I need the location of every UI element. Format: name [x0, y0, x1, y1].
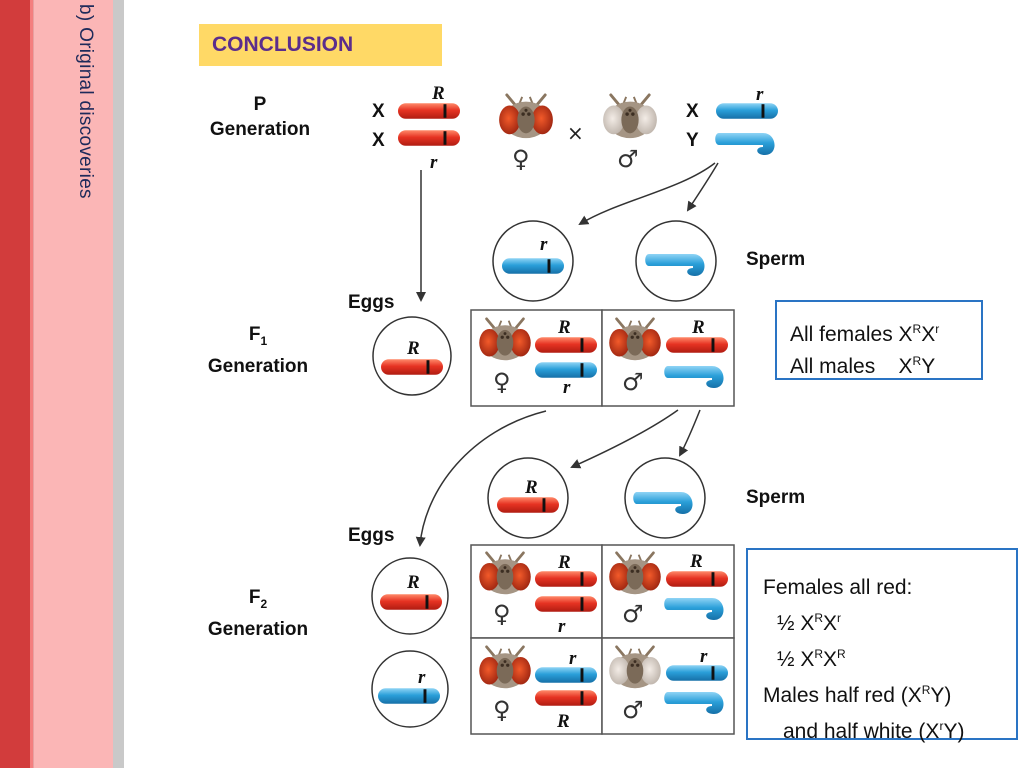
f1-egg-chromosome: [381, 359, 443, 375]
f2-generation-label: F2 Generation: [188, 585, 328, 642]
f2-sperm-label: Sperm: [746, 487, 806, 508]
p-male-symbol: ♂: [617, 145, 639, 173]
f1-label-sub: 1: [260, 333, 268, 348]
f2-label-sub: 2: [260, 596, 268, 611]
f1-label-generation: Generation: [207, 355, 309, 377]
f2-summary-line4: Males half red (XRY): [763, 683, 952, 707]
p-female-fly-icon: [497, 93, 555, 140]
f2-summary-box: Females all red: ½ XRXr ½ XRXR Males hal…: [746, 548, 1018, 743]
f1-generation-label: F1 Generation: [188, 322, 328, 379]
p-male-blue-x: [716, 103, 778, 119]
f2-br-allele: r: [700, 646, 708, 667]
p-female-chromosomes: X X R r: [372, 83, 460, 173]
f2-summary-line5: and half white (XrY): [783, 719, 965, 743]
f1-female-symbol: ♀: [493, 368, 511, 396]
f1-male-red-chromosome: [666, 337, 728, 353]
p-cross-symbol: ×: [567, 121, 584, 145]
f2-tl-allele-2: r: [558, 616, 566, 637]
f1-male-symbol: ♂: [622, 368, 644, 396]
sidebar-title: b) Original discoveries: [75, 4, 96, 199]
sidebar-band: b) Original discoveries: [0, 0, 124, 768]
f2-br-male-symbol: ♂: [622, 696, 644, 724]
f2-tl-chromosome-2: [535, 596, 597, 612]
p-female-allele-2: r: [430, 152, 438, 173]
sidebar-dark-stripe: [0, 0, 30, 768]
f2-egg-red-chromosome: [380, 594, 442, 610]
f1-label-letter: F: [248, 324, 261, 345]
p-female-chrom-1: X: [372, 101, 385, 122]
f1-sperm-label: Sperm: [746, 249, 806, 270]
p-female-allele-1: R: [431, 83, 445, 104]
f2-egg-allele-2: r: [418, 667, 426, 688]
sidebar-inner-panel: [33, 0, 115, 768]
f2-egg-allele-1: R: [406, 572, 420, 593]
p-label-letter: P: [253, 94, 267, 115]
f1-summary-females: All females XRXr: [790, 322, 940, 346]
f2-summary-line3: ½ XRXR: [777, 647, 846, 671]
p-generation-label: P Generation: [190, 92, 330, 142]
f1-egg-cell: [372, 316, 452, 396]
f2-tr-red-chromosome: [666, 571, 728, 587]
f1-female-blue-chromosome: [535, 362, 597, 378]
f2-summary-line1: Females all red:: [763, 576, 913, 599]
f1-female-allele-2: r: [563, 377, 571, 398]
p-female-chrom-2: X: [372, 130, 385, 151]
f1-female-red-chromosome: [535, 337, 597, 353]
p-male-allele: r: [756, 84, 764, 105]
sidebar-edge: [113, 0, 124, 768]
f2-tr-male-symbol: ♂: [622, 600, 644, 628]
f1-egg-allele: R: [406, 338, 420, 359]
f2-br-blue-x: [666, 665, 728, 681]
p-female-symbol: ♀: [512, 145, 530, 173]
f1-sperm-x-chromosome: [502, 258, 564, 274]
f1-summary-males: All males XRY: [790, 354, 936, 378]
f2-sperm-x-chromosome: [497, 497, 559, 513]
f2-bl-red-chromosome: [535, 690, 597, 706]
f2-eggs-label: Eggs: [348, 525, 395, 546]
arrow-p-to-f1-sperm-x: [578, 162, 716, 226]
f1-male-allele: R: [691, 317, 705, 338]
f2-bl-female-symbol: ♀: [493, 696, 511, 724]
p-male-blue-y: [715, 133, 775, 155]
p-female-red-chromosome-1: [398, 103, 460, 119]
p-label-generation: Generation: [209, 119, 311, 140]
f2-tl-allele-1: R: [557, 552, 571, 573]
p-male-chromosomes: X Y r: [686, 84, 778, 155]
f2-tl-female-symbol: ♀: [493, 600, 511, 628]
f1-female-allele-1: R: [557, 317, 571, 338]
f1-eggs-label: Eggs: [348, 292, 395, 313]
f2-bl-blue-chromosome: [535, 667, 597, 683]
f2-tl-chromosome-1: [535, 571, 597, 587]
f2-label-generation: Generation: [207, 618, 309, 640]
f2-summary-line2: ½ XRXr: [777, 611, 842, 635]
f1-sperm-allele: r: [540, 234, 548, 255]
p-female-red-chromosome-2: [398, 130, 460, 146]
f2-tr-allele: R: [689, 551, 703, 572]
f2-bl-allele-1: r: [569, 648, 577, 669]
arrow-f1-to-f2-eggs: [415, 410, 547, 547]
p-male-chrom-2: Y: [686, 130, 699, 151]
f2-bl-allele-2: R: [556, 711, 570, 732]
arrow-f1-to-f2-sperm-y: [679, 409, 701, 457]
arrow-p-to-f1-sperm-y: [686, 162, 719, 212]
arrow-f1-to-f2-sperm-x: [570, 409, 679, 469]
f1-summary-box: All females XRXr All males XRY: [775, 300, 983, 380]
f2-egg-blue-chromosome: [378, 688, 440, 704]
conclusion-heading: CONCLUSION: [199, 24, 442, 66]
p-male-fly-icon: [601, 93, 659, 140]
p-male-chrom-1: X: [686, 101, 699, 122]
f2-label-letter: F: [248, 587, 261, 608]
f2-sperm-allele: R: [524, 477, 538, 498]
